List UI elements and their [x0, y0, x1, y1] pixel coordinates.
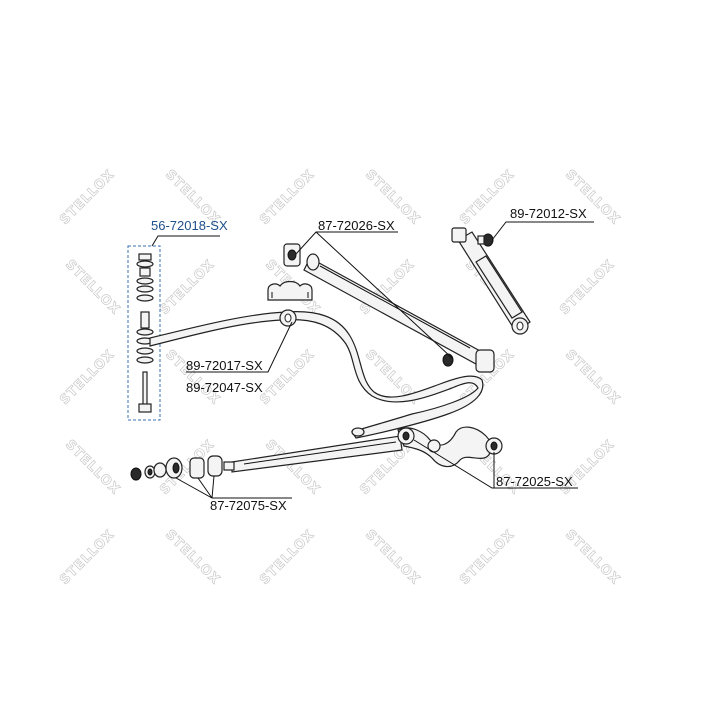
- anti-roll-bar: [149, 311, 484, 439]
- leader-87-72075: [175, 475, 292, 499]
- leader-89-72012: [491, 221, 594, 241]
- kit-hardware-stack: [136, 253, 154, 413]
- label-87-72025: 87-72025-SX: [496, 474, 573, 489]
- bar-end-eye: [351, 427, 365, 437]
- label-56-72018: 56-72018-SX: [151, 218, 228, 233]
- label-89-72012: 89-72012-SX: [510, 206, 587, 221]
- watermark-text: STELLOX: [162, 527, 223, 588]
- leader-89-72017: [186, 321, 293, 373]
- watermark-text: STELLOX: [362, 527, 423, 588]
- stabilizer-bar: [149, 311, 484, 439]
- leader-56-72018: [151, 235, 220, 247]
- watermark-text: STELLOX: [562, 347, 623, 408]
- watermark-text: STELLOX: [257, 347, 318, 408]
- kit-dashed-box: [127, 245, 161, 421]
- watermark-text: STELLOX: [257, 167, 318, 228]
- watermark-text: STELLOX: [457, 167, 518, 228]
- watermark-text: STELLOX: [57, 167, 118, 228]
- leader-87-72025: [413, 439, 578, 489]
- label-89-72047: 89-72047-SX: [186, 380, 263, 395]
- watermark-text: STELLOX: [157, 257, 218, 318]
- nut: [130, 467, 142, 481]
- watermark-text: STELLOX: [57, 347, 118, 408]
- shock-absorber: 89-72012-SX: [451, 206, 594, 335]
- stabilizer-bushing-group: 89-72017-SX 89-72047-SX: [186, 280, 313, 395]
- watermark-text: STELLOX: [557, 257, 618, 318]
- watermark-text: STELLOX: [57, 527, 118, 588]
- bushing: [189, 457, 205, 479]
- stabilizer-link-kit: 56-72018-SX: [127, 218, 228, 421]
- leader-87-72026: [295, 231, 453, 359]
- label-87-72026: 87-72026-SX: [318, 218, 395, 233]
- watermark-text: STELLOX: [562, 527, 623, 588]
- trailing-arm-upper: 87-72026-SX: [283, 218, 495, 373]
- watermark-text: STELLOX: [62, 257, 123, 318]
- watermark-text: STELLOX: [162, 347, 223, 408]
- bushing-kit: 87-72075-SX: [130, 455, 292, 513]
- watermark-text: STELLOX: [62, 437, 123, 498]
- arm-bushing-rear: [475, 349, 495, 373]
- label-89-72017: 89-72017-SX: [186, 358, 263, 373]
- watermark-text: STELLOX: [257, 527, 318, 588]
- watermark-text: STELLOX: [457, 527, 518, 588]
- lower-control-arm: 87-72025-SX: [231, 426, 578, 489]
- label-87-72075: 87-72075-SX: [210, 498, 287, 513]
